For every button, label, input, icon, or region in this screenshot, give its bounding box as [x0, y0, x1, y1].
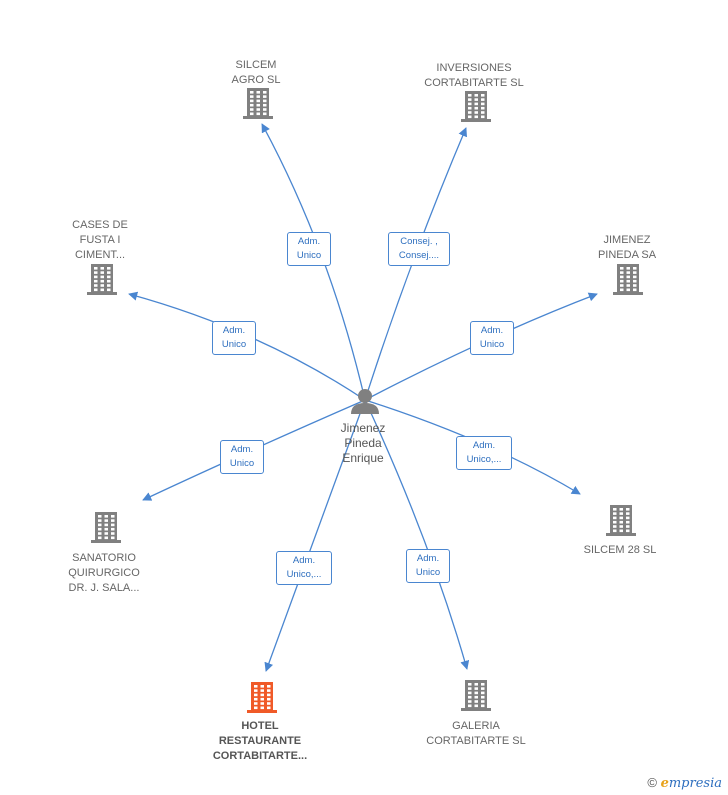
edge-label-sanatorio[interactable]: Adm. Unico — [220, 440, 264, 474]
company-label-hotel[interactable]: HOTEL RESTAURANTE CORTABITARTE... — [212, 720, 308, 762]
edge-label-jimenez-pineda-sa[interactable]: Adm. Unico — [470, 321, 514, 355]
company-label-galeria[interactable]: GALERIA CORTABITARTE SL — [426, 720, 526, 747]
edge-line-hotel — [264, 399, 366, 672]
edge-label-cases-de-fusta[interactable]: Adm. Unico — [212, 321, 256, 355]
copyright-icon: © — [647, 775, 657, 790]
edge-label-inversiones[interactable]: Consej. , Consej.... — [388, 232, 450, 266]
empresia-watermark: © empresia — [647, 775, 722, 791]
edge-label-silcem-28[interactable]: Adm. Unico,... — [456, 436, 512, 470]
building-icon-galeria[interactable] — [461, 680, 491, 711]
company-label-jimenez-pineda-sa[interactable]: JIMENEZ PINEDA SA — [597, 234, 657, 261]
edge-label-silcem-agro[interactable]: Adm. Unico — [287, 232, 331, 266]
building-icon-hotel[interactable] — [247, 682, 277, 713]
company-label-cases-de-fusta[interactable]: CASES DE FUSTA I CIMENT... — [72, 219, 128, 261]
building-icon-inversiones[interactable] — [461, 91, 491, 122]
company-label-sanatorio[interactable]: SANATORIO QUIRURGICO DR. J. SALA... — [68, 552, 140, 594]
building-icon-sanatorio[interactable] — [91, 512, 121, 543]
edge-line-galeria — [364, 399, 470, 670]
building-icon-silcem-agro[interactable] — [243, 88, 273, 119]
building-icon-jimenez-pineda-sa[interactable] — [613, 264, 643, 295]
edge-label-hotel[interactable]: Adm. Unico,... — [276, 551, 332, 585]
edge-label-galeria[interactable]: Adm. Unico — [406, 549, 450, 583]
person-icon[interactable] — [351, 389, 379, 414]
empresia-logo: empresia — [660, 776, 722, 791]
company-label-silcem-28[interactable]: SILCEM 28 SL — [583, 544, 657, 556]
building-icon-silcem-28[interactable] — [606, 505, 636, 536]
building-icon-cases-de-fusta[interactable] — [87, 264, 117, 295]
company-label-silcem-agro[interactable]: SILCEM AGRO SL — [231, 59, 281, 86]
person-name-label[interactable]: Jimenez Pineda Enrique — [340, 421, 386, 465]
company-label-inversiones[interactable]: INVERSIONES CORTABITARTE SL — [424, 62, 524, 89]
